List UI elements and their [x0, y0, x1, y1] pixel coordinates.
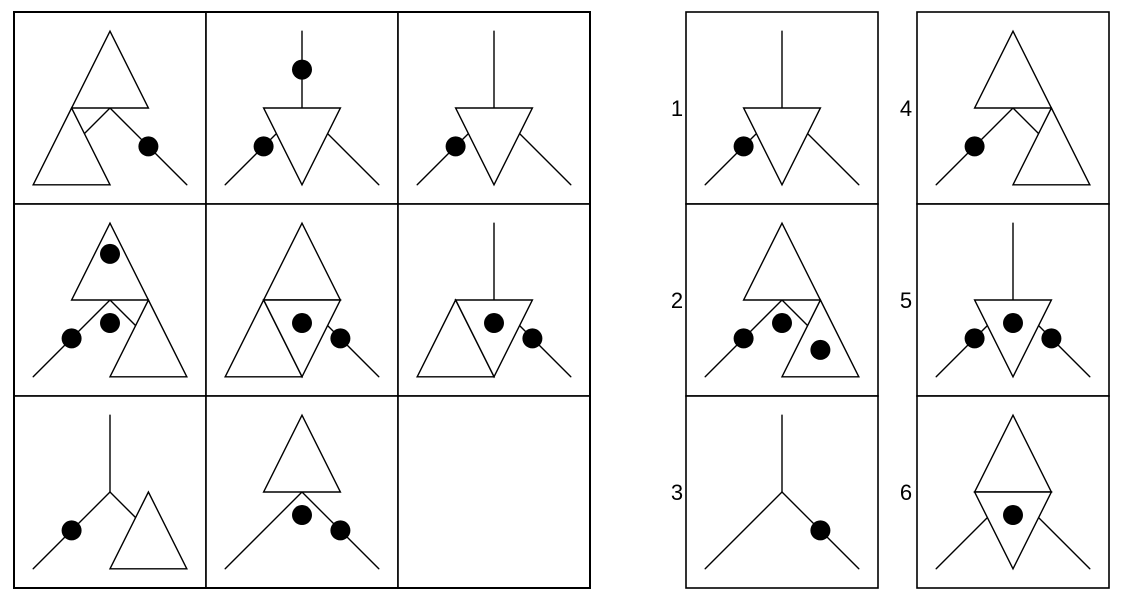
answer-option-2[interactable]: 2 [671, 203, 879, 397]
option-5-down-triangle [973, 299, 1053, 379]
matrix-cell-2-dot-stem [292, 59, 312, 80]
matrix-cell-7-dot-left-arm [61, 520, 82, 541]
matrix-cell-1-dot-right-arm [138, 136, 159, 157]
matrix-cell-5-left-triangle [224, 298, 304, 378]
matrix-cell-8-left-arm-line [224, 491, 303, 570]
option-6-dot-down-triangle [1003, 505, 1023, 526]
answer-option-5[interactable]: 5 [900, 203, 1110, 397]
matrix-cell-5-dot-down-triangle [292, 313, 312, 334]
matrix-cell-4-dot-center [100, 313, 120, 334]
option-5-dot-down-triangle [1003, 313, 1023, 334]
matrix-cell-2-down-triangle [262, 107, 342, 187]
answer-option-4[interactable]: 4 [900, 11, 1110, 205]
answer-options: 1 2 3 4 5 6 [671, 11, 1110, 589]
option-label: 3 [671, 480, 683, 505]
option-2-dot-right-triangle [810, 339, 831, 360]
matrix-grid [13, 11, 591, 589]
option-label: 1 [671, 96, 683, 121]
option-5-dot-right-arm [1041, 328, 1062, 349]
matrix-cell-3-down-triangle [454, 107, 534, 187]
matrix-cell [205, 395, 399, 589]
matrix-cell-1-left-triangle [32, 106, 112, 186]
matrix-cell-9-frame [397, 395, 591, 589]
matrix-cell-8-dot-center [292, 505, 312, 526]
matrix-cell [205, 11, 399, 205]
option-4-up-triangle [973, 29, 1053, 109]
option-label: 4 [900, 96, 912, 121]
matrix-cell [397, 203, 591, 397]
matrix-cell-1-up-triangle [70, 29, 150, 109]
option-6-down-triangle [973, 491, 1053, 571]
matrix-cell-4-dot-up-triangle [100, 243, 120, 264]
matrix-cell-4-dot-left-arm [61, 328, 82, 349]
option-1-down-triangle [742, 107, 822, 187]
option-2-dot-center [772, 313, 792, 334]
option-2-right-triangle [780, 298, 860, 378]
option-label: 6 [900, 480, 912, 505]
matrix-cell-6-dot-down-triangle [484, 313, 504, 334]
matrix-border [13, 11, 591, 589]
matrix-cell-4-right-triangle [108, 298, 188, 378]
option-3-dot-right-arm [810, 520, 831, 541]
matrix-cell [13, 395, 207, 589]
option-4-dot-left-arm [964, 136, 985, 157]
answer-option-1[interactable]: 1 [671, 11, 879, 205]
matrix-cell-7-right-triangle [108, 490, 188, 570]
option-4-right-triangle [1011, 106, 1091, 186]
matrix-cell-6-left-triangle [416, 298, 496, 378]
option-2-dot-left-arm [733, 328, 754, 349]
matrix-cell-2-dot-left-arm [253, 136, 274, 157]
matrix-cell-8-dot-right-arm [330, 520, 351, 541]
option-2-up-triangle [742, 221, 822, 301]
matrix-cell-3-dot-left-arm [445, 136, 466, 157]
answer-option-6[interactable]: 6 [900, 395, 1110, 589]
matrix-cell-8-up-triangle [262, 413, 342, 493]
matrix-cell-6-dot-right-arm [522, 328, 543, 349]
answer-option-3[interactable]: 3 [671, 395, 879, 589]
matrix-cell [205, 203, 399, 397]
matrix-cell [13, 11, 207, 205]
matrix-cell-5-dot-right-arm [330, 328, 351, 349]
matrix-cell [397, 395, 591, 589]
option-label: 2 [671, 288, 683, 313]
option-1-dot-left-arm [733, 136, 754, 157]
matrix-cell [13, 203, 207, 397]
matrix-cell [397, 11, 591, 205]
option-3-left-arm-line [704, 491, 783, 570]
option-5-dot-left-arm [964, 328, 985, 349]
option-label: 5 [900, 288, 912, 313]
